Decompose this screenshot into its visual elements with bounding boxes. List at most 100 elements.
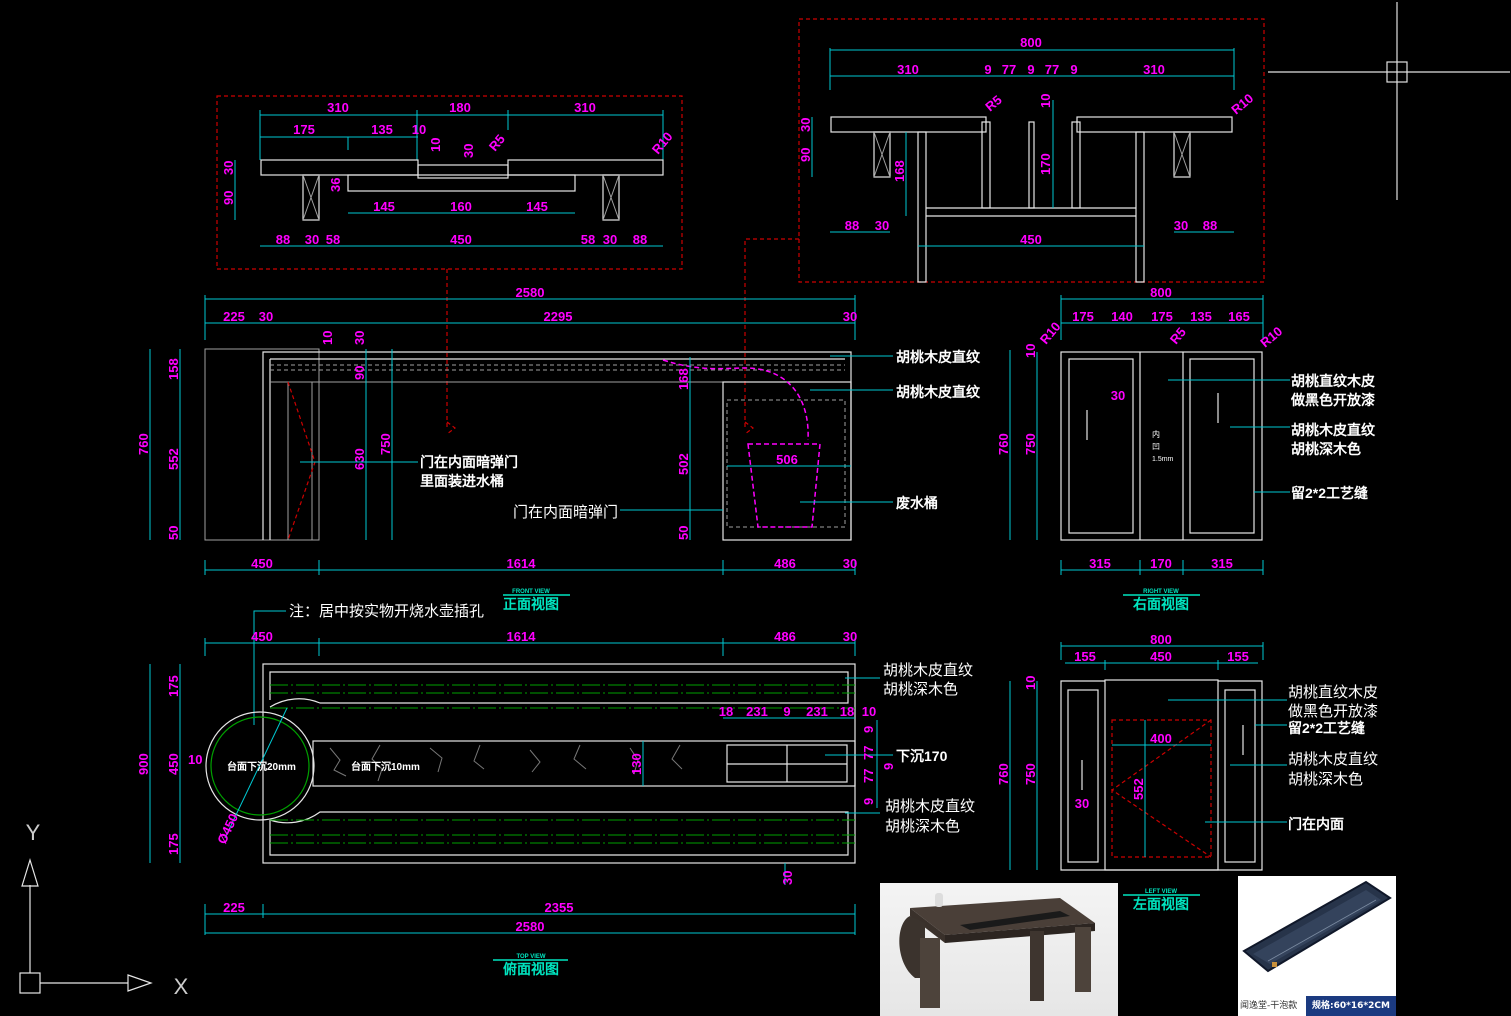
dim-text: 30 xyxy=(259,309,273,324)
dim-text: 30 xyxy=(603,232,617,247)
dim-text: 90 xyxy=(221,191,236,205)
dim-text: 175 xyxy=(1072,309,1094,324)
sunken-circle xyxy=(205,711,315,821)
detail-frame-b xyxy=(798,18,1265,283)
dim-text: 135 xyxy=(1190,309,1212,324)
dim-text: R10 xyxy=(1228,90,1256,117)
dim-text: 50 xyxy=(166,526,181,540)
dim-text: 168 xyxy=(676,368,691,390)
left-view: 800 155 450 155 10 760 750 400 552 30 胡桃… xyxy=(996,632,1378,912)
view-title-right: 右面视图 xyxy=(1132,596,1189,612)
dim-text: 155 xyxy=(1074,649,1096,664)
dim-text: 30 xyxy=(798,118,813,132)
dim-text: R5 xyxy=(1167,325,1189,347)
view-title-left: 左面视图 xyxy=(1132,896,1189,912)
callout-text: 废水桶 xyxy=(896,495,938,511)
dim-text: 2580 xyxy=(516,285,545,300)
dim-text: 450 xyxy=(166,753,181,775)
dim-text: 30 xyxy=(305,232,319,247)
dim-text: R5 xyxy=(982,92,1004,114)
dim-text: 130 xyxy=(629,753,644,775)
dim-text: 800 xyxy=(1150,632,1172,647)
dim-text: 630 xyxy=(352,448,367,470)
note-text: 门在内面暗弹门 xyxy=(513,504,618,521)
dim-text: 750 xyxy=(1023,763,1038,785)
dim-text: 30 xyxy=(843,629,857,644)
dim-text: 77 xyxy=(861,746,876,760)
dim-text: 310 xyxy=(897,62,919,77)
dim-text: 88 xyxy=(845,218,859,233)
dim-text: 750 xyxy=(1023,433,1038,455)
view-title-front: 正面视图 xyxy=(503,596,559,612)
dim-text: 310 xyxy=(1143,62,1165,77)
dim-text: 315 xyxy=(1211,556,1233,571)
dim-text: 88 xyxy=(633,232,647,247)
dim-text: 2355 xyxy=(545,900,574,915)
dim-text: 30 xyxy=(1174,218,1188,233)
dim-text: 77 xyxy=(861,769,876,783)
dim-text: 10 xyxy=(1023,676,1038,690)
tray-caption-right: 规格:60*16*2CM xyxy=(1306,996,1396,1016)
dim-text: 175 xyxy=(166,833,181,855)
dim-text: 88 xyxy=(276,232,290,247)
callout-text: 胡桃木皮直纹 xyxy=(883,662,973,679)
dim-text: 160 xyxy=(450,199,472,214)
dim-text: 175 xyxy=(166,675,181,697)
dim-text: 552 xyxy=(1131,778,1146,800)
dim-text: 18 xyxy=(840,704,854,719)
dim-text: 170 xyxy=(1038,153,1053,175)
dim-text: 9 xyxy=(861,798,876,805)
dim-text: 2580 xyxy=(516,919,545,934)
dim-text: 77 xyxy=(1045,62,1059,77)
inner-door-hidden xyxy=(1111,719,1212,858)
dim-text: 30 xyxy=(875,218,889,233)
ucs-icon: Y X xyxy=(19,820,189,999)
reference-photo-table xyxy=(880,883,1118,1016)
dim-text: 30 xyxy=(843,556,857,571)
dim-text: 10 xyxy=(1038,94,1053,108)
dim-text: 800 xyxy=(1020,35,1042,50)
callout-text: 胡桃木皮直纹 xyxy=(1291,422,1376,438)
dim-text: 165 xyxy=(1228,309,1250,324)
dim-text: 225 xyxy=(223,309,245,324)
dim-text: R10 xyxy=(649,129,676,157)
dim-text: 175 xyxy=(293,122,315,137)
dim-text: 18 xyxy=(719,704,733,719)
callout-text: 留2*2工艺缝 xyxy=(1288,720,1365,736)
dim-text: 760 xyxy=(996,433,1011,455)
callout-text: 胡桃木皮直纹 xyxy=(896,349,981,365)
drain-hose xyxy=(662,359,809,441)
dim-text: 486 xyxy=(774,629,796,644)
dim-text: 36 xyxy=(328,178,343,192)
dim-text: 400 xyxy=(1150,731,1172,746)
dim-text: 231 xyxy=(806,704,828,719)
dim-text: 180 xyxy=(449,100,471,115)
dim-text: 145 xyxy=(373,199,395,214)
dim-text: 145 xyxy=(526,199,548,214)
dim-text: 50 xyxy=(676,526,691,540)
dim-text: 10 xyxy=(320,331,335,345)
dim-text: 88 xyxy=(1203,218,1217,233)
dim-text: 1614 xyxy=(507,629,537,644)
dim-text: 170 xyxy=(1150,556,1172,571)
dim-text: 9 xyxy=(861,726,876,733)
dim-text: 450 xyxy=(251,556,273,571)
view-subtitle: TOP VIEW xyxy=(516,954,545,960)
note-text: 里面装进水桶 xyxy=(420,473,504,489)
dim-text: 58 xyxy=(326,232,340,247)
callout-text: 胡桃直纹木皮 xyxy=(1288,684,1378,701)
dim-text: 158 xyxy=(166,358,181,380)
dim-text: 10 xyxy=(862,704,876,719)
dim-text: 800 xyxy=(1150,285,1172,300)
callout-text: 胡桃深木色 xyxy=(1291,441,1361,457)
recess-note: 凹 xyxy=(1152,442,1160,451)
dim-text: 30 xyxy=(780,871,795,885)
callout-text: 下沉170 xyxy=(896,748,948,764)
dim-text: 1614 xyxy=(507,556,537,571)
dim-text: 9 xyxy=(984,62,991,77)
dim-text: 90 xyxy=(798,148,813,162)
dim-text: 9 xyxy=(1070,62,1077,77)
dim-text: 30 xyxy=(843,309,857,324)
dim-text: 900 xyxy=(136,753,151,775)
